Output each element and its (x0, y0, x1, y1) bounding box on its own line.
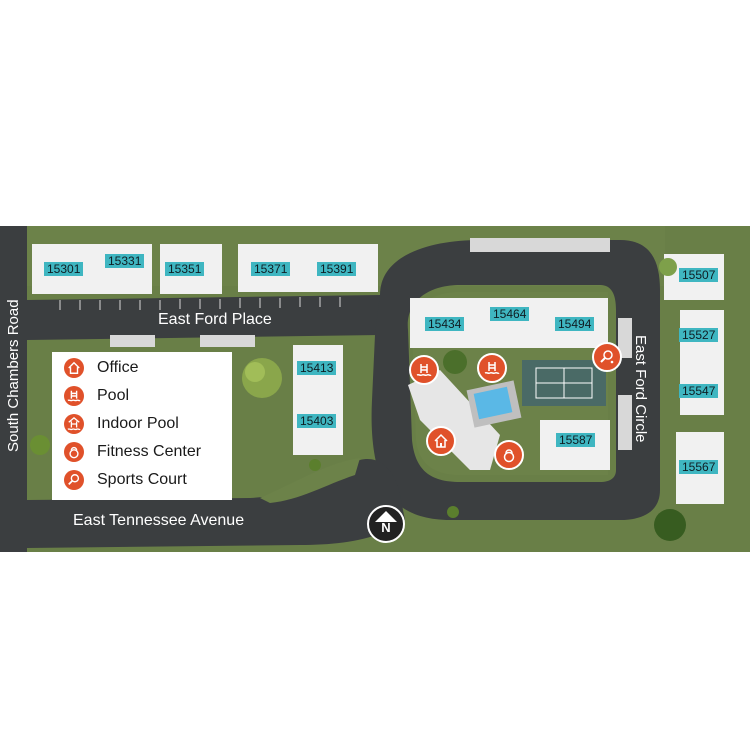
building-label-15434: 15434 (425, 317, 465, 331)
house-icon (64, 358, 84, 378)
legend-label: Indoor Pool (97, 415, 179, 432)
street-label-east-ford-circle: East Ford Circle (632, 335, 649, 443)
building-label-15391: 15391 (317, 262, 357, 276)
compass-north: N (367, 505, 405, 543)
building-label-15567: 15567 (679, 460, 719, 474)
legend-item-pool: Pool (64, 384, 129, 408)
tree-cluster (30, 258, 686, 541)
legend-label: Fitness Center (97, 443, 202, 460)
sports-court-marker[interactable] (592, 342, 622, 372)
street-label-south-chambers: South Chambers Road (5, 299, 22, 452)
building-label-15371: 15371 (251, 262, 291, 276)
kettlebell-icon (503, 449, 515, 463)
pool-ladder-icon (64, 386, 84, 406)
kettlebell-icon (64, 442, 84, 462)
legend-item-office: Office (64, 356, 139, 380)
building-label-15301: 15301 (44, 262, 84, 276)
building-label-15547: 15547 (679, 384, 719, 398)
legend-item-sports-court: Sports Court (64, 468, 187, 492)
legend-label: Pool (97, 387, 130, 404)
pool-water (473, 386, 513, 420)
road-east-ford-place (27, 295, 380, 340)
pool-ladder-icon (416, 364, 432, 377)
building-label-15331: 15331 (105, 254, 145, 268)
road-south-chambers (0, 226, 27, 552)
map-legend: Office Pool Indoor Pool Fitness Center S… (52, 352, 232, 500)
street-label-east-ford-place: East Ford Place (158, 311, 272, 328)
street-label-east-tennessee: East Tennessee Avenue (73, 512, 245, 529)
compass-label: N (381, 520, 391, 535)
indoor-pool-icon (64, 414, 84, 434)
racket-icon (64, 470, 84, 490)
road-east-tennessee (27, 459, 405, 548)
north-arrow-icon (375, 511, 397, 522)
building-label-15351: 15351 (165, 262, 205, 276)
building-label-15587: 15587 (556, 433, 596, 447)
office-marker[interactable] (426, 426, 456, 456)
building-label-15464: 15464 (490, 307, 530, 321)
pool-marker-east[interactable] (477, 353, 507, 383)
pool-marker-west[interactable] (409, 355, 439, 385)
building-label-15494: 15494 (555, 317, 595, 331)
road-loop (371, 240, 660, 520)
building-label-15413: 15413 (297, 361, 337, 375)
fitness-center-marker[interactable] (494, 440, 524, 470)
legend-label: Sports Court (97, 471, 187, 488)
house-icon (434, 433, 448, 448)
racket-icon (600, 350, 614, 364)
building-label-15507: 15507 (679, 268, 719, 282)
legend-label: Office (97, 359, 139, 376)
legend-item-fitness-center: Fitness Center (64, 440, 201, 464)
pool-ladder-icon (484, 362, 500, 375)
building-label-15527: 15527 (679, 328, 719, 342)
building-label-15403: 15403 (297, 414, 337, 428)
legend-item-indoor-pool: Indoor Pool (64, 412, 179, 436)
